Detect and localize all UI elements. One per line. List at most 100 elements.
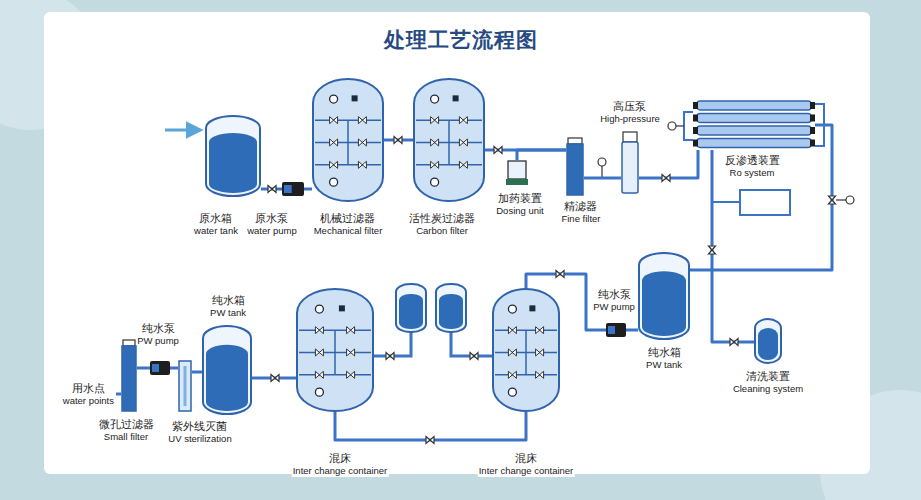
- equipment-label: water tank: [194, 225, 238, 236]
- equipment-shape: [150, 361, 170, 375]
- equipment-shape: [312, 78, 384, 202]
- equipment-shape: [205, 115, 261, 197]
- dosing-base: [506, 179, 528, 185]
- filter-cap: [568, 138, 582, 144]
- vessel-port: [330, 178, 338, 186]
- vessel-valve: [330, 161, 338, 168]
- pump-motor: [284, 185, 292, 193]
- ro-cap: [810, 102, 815, 109]
- label-block: 纯水箱PW tank: [209, 294, 247, 319]
- valve: [470, 353, 478, 360]
- vessel-port: [352, 95, 358, 101]
- equipment-label: Inter change container: [293, 465, 388, 476]
- equipment-shape: [296, 288, 374, 412]
- tank-water: [206, 345, 248, 411]
- label-block: 纯水泵PW pump: [136, 322, 180, 347]
- pipe: [626, 328, 638, 331]
- fine-filter: 精滤器Fine filter: [566, 138, 584, 196]
- pump-body: [606, 323, 626, 337]
- equipment-label: 高压泵: [600, 100, 660, 113]
- vessel-body: [297, 289, 373, 411]
- equipment-label: 机械过滤器: [314, 212, 383, 225]
- vessel-port: [330, 95, 338, 103]
- vessel-valve: [459, 161, 467, 168]
- valve: [394, 137, 402, 144]
- pipe: [304, 187, 312, 190]
- label-block: 精滤器Fine filter: [560, 200, 601, 225]
- equipment-label: PW pump: [137, 335, 179, 346]
- equipment-label: 微孔过滤器: [99, 418, 154, 431]
- ro-cap: [693, 140, 698, 147]
- equipment-label: 纯水箱: [646, 346, 682, 359]
- valve: [662, 175, 670, 182]
- ro-membrane: [697, 139, 811, 148]
- tank-water: [209, 133, 257, 193]
- pipe: [517, 150, 566, 160]
- equipment-shape: [566, 138, 584, 196]
- uv-sterilizer: 紫外线灭菌UV sterilization: [178, 360, 192, 412]
- equipment-label: PW pump: [593, 301, 635, 312]
- vessel-valve: [508, 371, 516, 378]
- ro-side-pipes: [684, 104, 824, 215]
- equipment-label: Mechanical filter: [314, 225, 383, 236]
- hp-head: [623, 132, 637, 142]
- valve: [730, 339, 738, 346]
- diagram-title: 处理工艺流程图: [0, 26, 921, 54]
- mixed-bed: 混床Inter change container: [296, 288, 374, 412]
- label-block: 加药装置Dosing unit: [495, 192, 545, 217]
- label-block: 混床Inter change container: [292, 452, 389, 477]
- equipment-shape: [202, 325, 252, 415]
- vessel-pipe: [347, 120, 349, 165]
- vessel-valve: [347, 327, 355, 334]
- vessel-valve: [431, 117, 439, 124]
- panel: [44, 12, 870, 474]
- valve: [494, 147, 502, 154]
- ro-cap: [693, 127, 698, 134]
- water-pump: 原水泵water pump: [282, 182, 304, 196]
- equipment-label: Ro system: [725, 167, 780, 178]
- pw-pump: 纯水泵PW pump: [606, 323, 626, 337]
- pw-pump: 纯水泵PW pump: [150, 361, 170, 375]
- pipe: [137, 367, 150, 370]
- vessel-valve: [508, 349, 516, 356]
- tank-body: [203, 326, 251, 414]
- valve: [426, 437, 434, 444]
- equipment-shape: [282, 182, 304, 196]
- vessel-valve: [347, 371, 355, 378]
- vessel-valve: [536, 371, 544, 378]
- pump-motor: [152, 364, 159, 372]
- vessel-valve: [315, 349, 323, 356]
- equipment-label: 用水点: [63, 382, 114, 395]
- vessel-pipe: [525, 330, 527, 375]
- gauges: [598, 122, 854, 204]
- vessel-valve: [358, 161, 366, 168]
- vessel-body: [493, 289, 559, 411]
- equipment-label: 清洗装置: [733, 370, 803, 383]
- label-block: 活性炭过滤器Carbon filter: [408, 212, 476, 237]
- vessel-valve: [536, 327, 544, 334]
- tank-body: [639, 253, 689, 339]
- equipment-label: PW tank: [646, 359, 682, 370]
- vessel-port: [315, 305, 323, 313]
- label-block: 高压泵High-pressure: [599, 100, 661, 125]
- mixed-bed: 混床Inter change container: [492, 288, 560, 412]
- vessel-valve: [330, 139, 338, 146]
- pump-body: [282, 182, 304, 196]
- pw-tank: 纯水箱PW tank: [202, 325, 252, 415]
- vessel-valve: [315, 371, 323, 378]
- vessel-valve: [508, 327, 516, 334]
- valve: [386, 353, 394, 360]
- equipment-shape: [492, 288, 560, 412]
- vessel-valve: [358, 117, 366, 124]
- equipment-shape: [178, 360, 192, 412]
- equipment-label: water pump: [247, 225, 297, 236]
- vessel-port: [529, 305, 535, 311]
- equipment-shape: [621, 132, 639, 194]
- equipment-label: Fine filter: [561, 213, 600, 224]
- dosing-tanks: [374, 284, 492, 356]
- micro-filter: 微孔过滤器Small filter: [121, 340, 137, 412]
- equipment-label: 纯水泵: [137, 322, 179, 335]
- equipment-label: 纯水箱: [210, 294, 246, 307]
- dosing-body: [508, 161, 526, 179]
- valve: [709, 246, 716, 254]
